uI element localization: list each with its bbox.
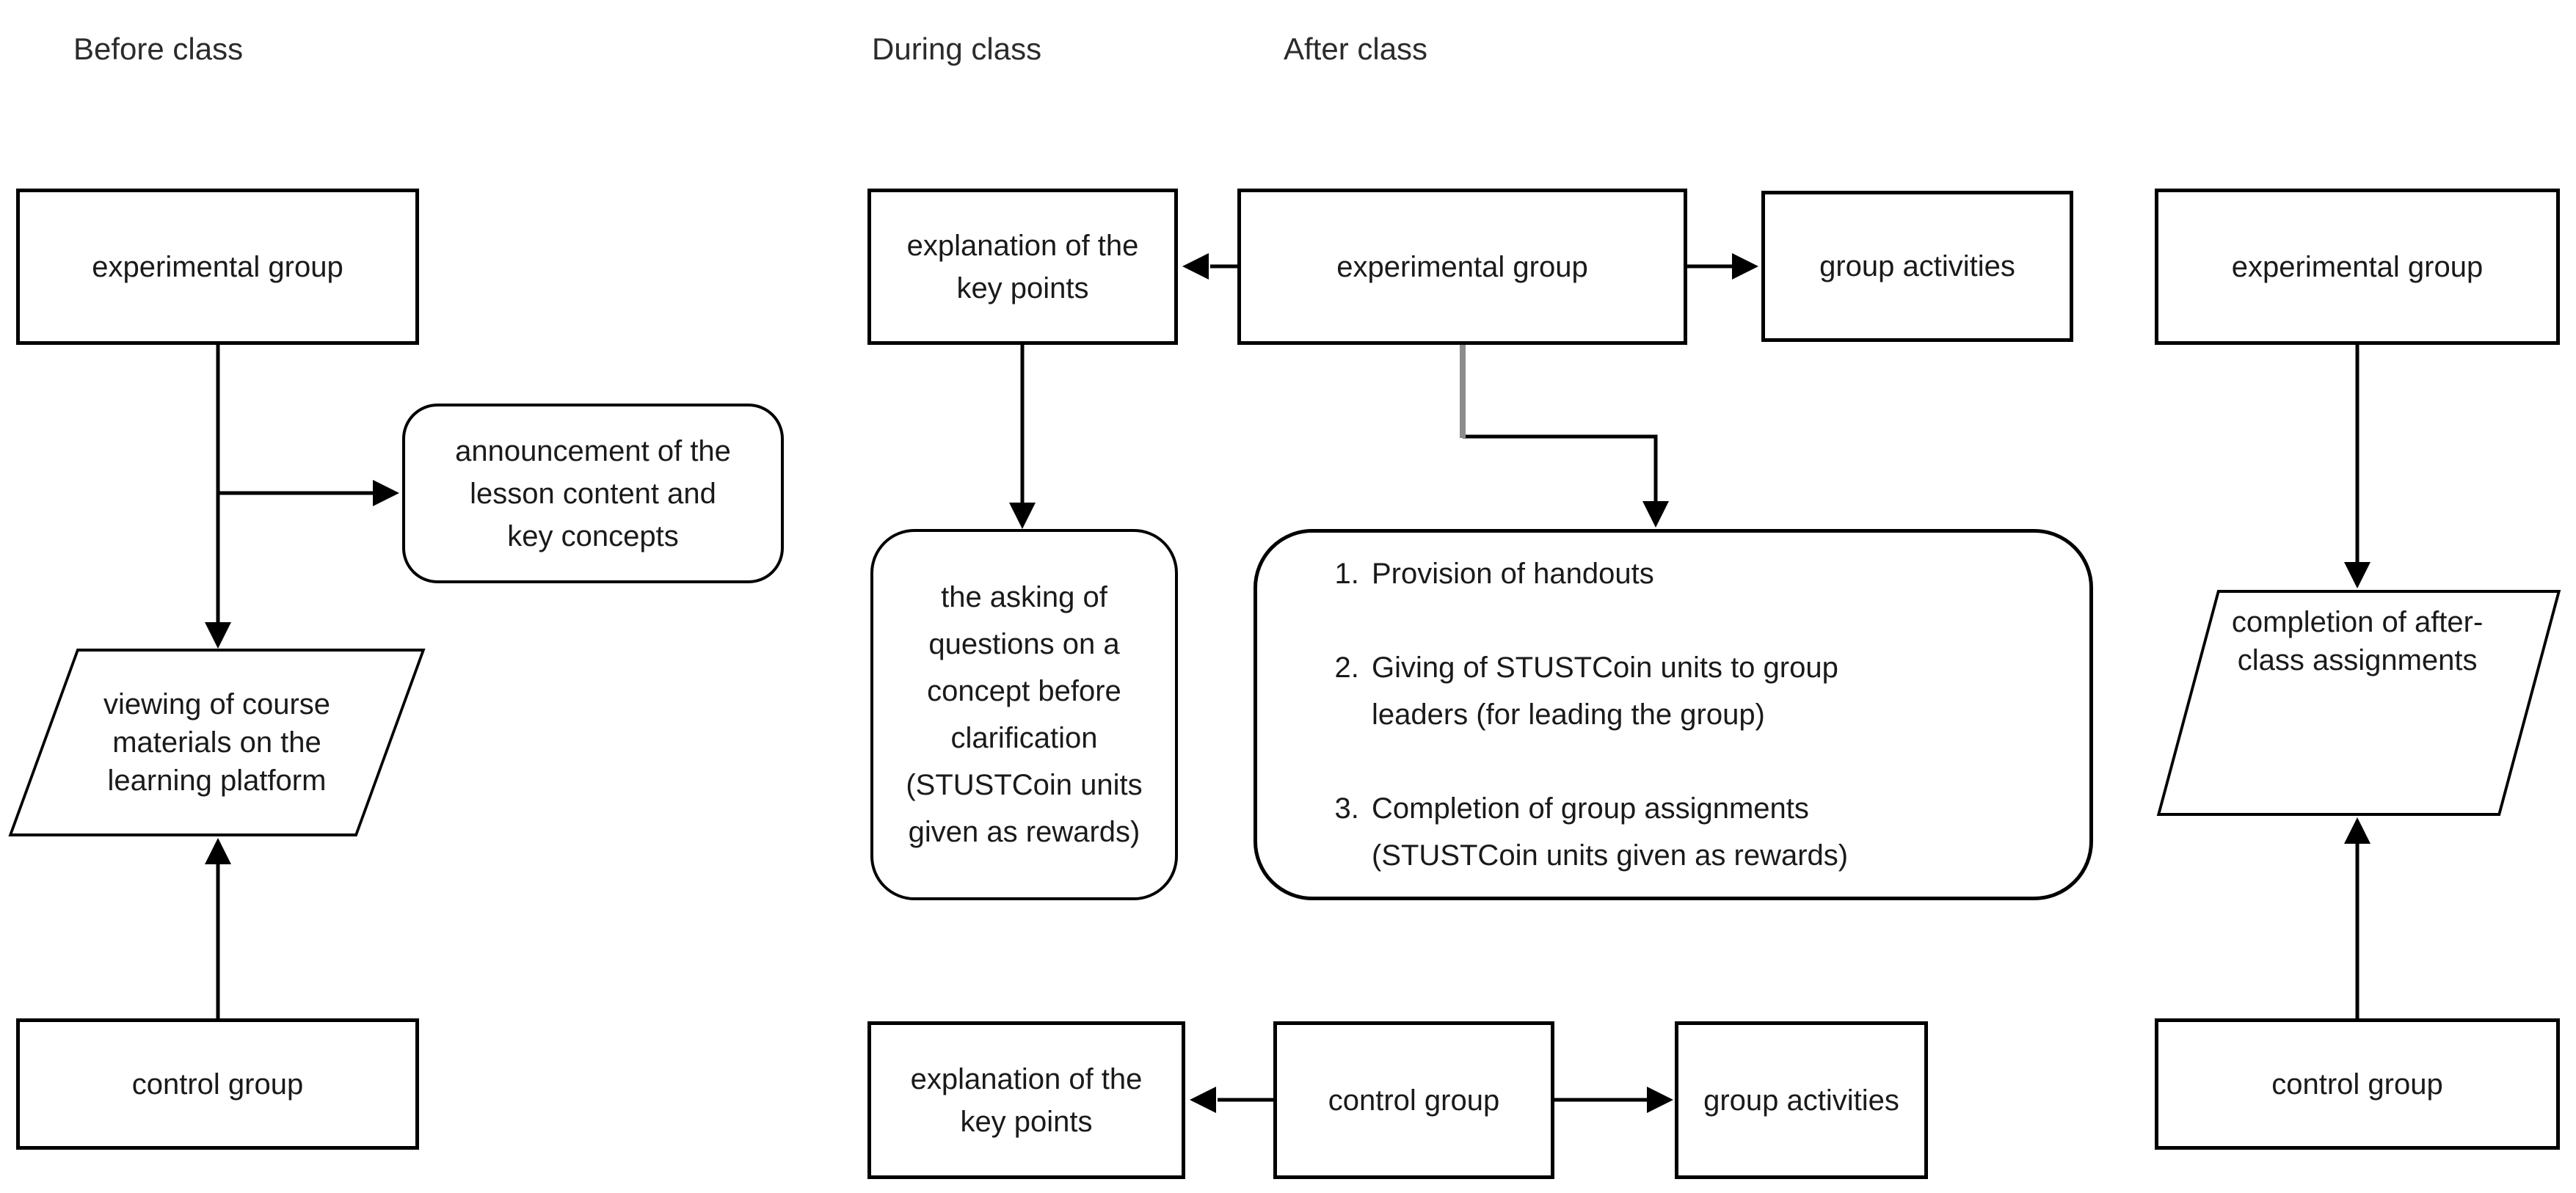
node-right-control-group: control group bbox=[2155, 1018, 2560, 1150]
arrowhead-up-into-completion bbox=[2344, 817, 2371, 844]
arrowhead-right-into-activities-top bbox=[1732, 253, 1758, 280]
node-left-control-group: control group bbox=[16, 1018, 419, 1150]
rewards-list-item: Completion of group assignments (STUSTCo… bbox=[1367, 785, 2072, 879]
node-mid-experimental-group: experimental group bbox=[1237, 189, 1687, 345]
node-right-completion-parallelogram: completion of after- class assignments bbox=[2156, 590, 2561, 816]
node-mid-explanation-bottom: explanation of the key points bbox=[867, 1021, 1185, 1179]
connector-elbow-to-rewards bbox=[1463, 434, 1658, 503]
node-right-completion-label: completion of after- class assignments bbox=[2231, 606, 2484, 676]
node-mid-explanation-top: explanation of the key points bbox=[867, 189, 1178, 345]
arrowhead-down-into-completion bbox=[2344, 562, 2371, 588]
arrowhead-right-into-announcement bbox=[373, 480, 399, 506]
node-left-experimental-group: experimental group bbox=[16, 189, 419, 345]
arrowhead-left-into-explanation-top bbox=[1182, 253, 1209, 280]
phase-label-after: After class bbox=[1284, 32, 1428, 66]
arrowhead-left-into-explanation-bottom bbox=[1190, 1087, 1216, 1113]
phase-label-before: Before class bbox=[73, 32, 244, 66]
rewards-list: Provision of handouts Giving of STUSTCoi… bbox=[1257, 503, 2072, 926]
node-left-viewing-label: viewing of course materials on the learn… bbox=[103, 688, 331, 797]
node-mid-control-group: control group bbox=[1273, 1021, 1554, 1179]
node-left-announcement: announcement of the lesson content and k… bbox=[402, 404, 784, 583]
rewards-list-item: Giving of STUSTCoin units to group leade… bbox=[1367, 644, 2072, 738]
arrowhead-down-into-asking bbox=[1009, 503, 1036, 529]
node-mid-asking-questions: the asking of questions on a concept bef… bbox=[870, 529, 1178, 900]
node-mid-group-activities-bottom: group activities bbox=[1675, 1021, 1928, 1179]
phase-label-during: During class bbox=[872, 32, 1042, 66]
rewards-list-item: Provision of handouts bbox=[1367, 550, 2072, 597]
node-left-viewing-parallelogram: viewing of course materials on the learn… bbox=[8, 649, 426, 836]
arrowhead-down-into-viewing bbox=[205, 622, 231, 649]
arrowhead-down-into-rewards bbox=[1642, 501, 1669, 528]
node-right-experimental-group: experimental group bbox=[2155, 189, 2560, 345]
arrowhead-up-into-viewing bbox=[205, 838, 231, 864]
arrowhead-right-into-activities-bottom bbox=[1647, 1087, 1673, 1113]
node-mid-group-activities-top: group activities bbox=[1761, 191, 2073, 342]
node-mid-rewards-box: Provision of handouts Giving of STUSTCoi… bbox=[1254, 529, 2093, 900]
